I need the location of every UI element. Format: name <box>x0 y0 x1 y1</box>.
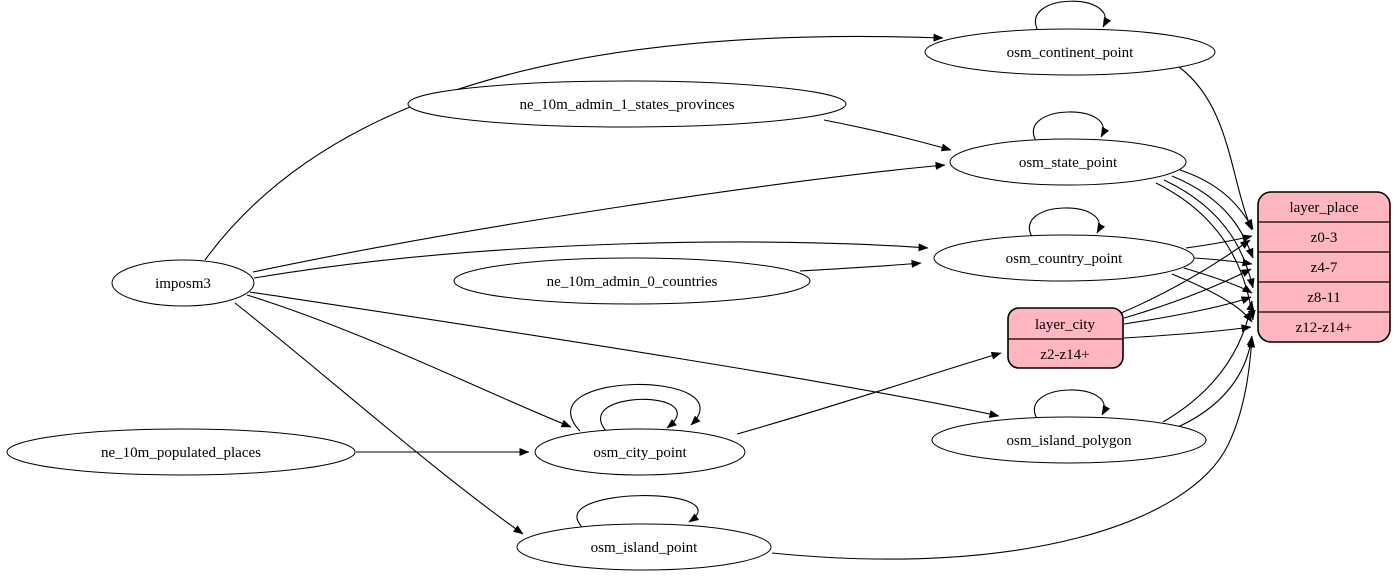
node-osm-island-point: osm_island_point <box>516 523 772 571</box>
edge-osm-country-point-to-layer-place-z0-3 <box>1185 234 1253 249</box>
node-osm-state-point-label: osm_state_point <box>1019 155 1118 171</box>
edge-osm-city-point-to-layer-city-z2-z14 <box>736 351 1002 435</box>
edge-osm-country-point-to-layer-place-z8-11 <box>1183 267 1253 294</box>
node-imposm3-shape <box>111 259 255 307</box>
edge-osm-continent-point-to-layer-place-z0-3 <box>1178 66 1253 231</box>
node-osm-continent-point: osm_continent_point <box>924 28 1216 76</box>
node-osm-state-point-shape <box>949 138 1187 186</box>
record-layer-city: layer_city z2-z14+ <box>1007 307 1124 369</box>
record-layer-place-row-z4-7: z4-7 <box>1311 260 1338 276</box>
edge-layer-city-to-layer-place-z4-7 <box>1123 268 1252 319</box>
node-osm-state-point: osm_state_point <box>949 138 1187 186</box>
record-layer-city-row-z2-z14: z2-z14+ <box>1040 347 1089 363</box>
edge-osm-state-point-to-layer-place-z0-3 <box>1179 169 1254 230</box>
edge-ne-10m-admin-0-to-osm-country-point <box>799 259 922 272</box>
node-ne-10m-populated-places-shape <box>6 428 356 476</box>
self-loop-osm-island-polygon <box>1033 389 1111 420</box>
edge-imposm3-to-osm-city-point <box>246 294 572 428</box>
self-loop-osm-country-point <box>1028 207 1106 238</box>
edge-imposm3-to-osm-continent-point <box>204 33 944 261</box>
edge-layer-city-to-layer-place-z8-11 <box>1123 296 1252 325</box>
edge-imposm3-to-osm-island-polygon <box>249 291 1000 418</box>
record-layer-city-title: layer_city <box>1035 317 1095 333</box>
node-ne-10m-populated-places: ne_10m_populated_places <box>6 428 356 476</box>
node-osm-island-point-label: osm_island_point <box>591 540 699 556</box>
node-osm-city-point-label: osm_city_point <box>593 445 687 461</box>
record-layer-place-row-z8-11: z8-11 <box>1307 290 1341 306</box>
node-osm-island-polygon: osm_island_polygon <box>931 416 1207 464</box>
edge-osm-state-point-to-layer-place-z8-11 <box>1163 179 1255 289</box>
edge-osm-island-polygon-to-layer-place-z8-11 <box>1162 300 1255 423</box>
node-osm-city-point: osm_city_point <box>534 428 746 476</box>
node-ne-10m-admin-1-states-provinces: ne_10m_admin_1_states_provinces <box>407 80 847 128</box>
edge-osm-country-point-to-layer-place-z4-7 <box>1193 257 1253 267</box>
node-ne-10m-populated-places-label: ne_10m_populated_places <box>101 445 261 461</box>
edge-imposm3-to-osm-island-point <box>234 302 524 535</box>
edges <box>204 0 1256 560</box>
self-loop-osm-island-point <box>576 495 700 528</box>
node-osm-continent-point-label: osm_continent_point <box>1007 45 1134 61</box>
node-imposm3-label: imposm3 <box>155 276 211 292</box>
edge-ne-10m-admin-1-to-osm-state-point <box>823 119 952 152</box>
self-loop-osm-continent-point <box>1034 0 1112 32</box>
record-layer-place: layer_place z0-3 z4-7 z8-11 z12-z14+ <box>1257 191 1391 343</box>
node-osm-city-point-shape <box>534 428 746 476</box>
node-osm-country-point-shape <box>933 234 1195 282</box>
record-layer-place-title: layer_place <box>1289 200 1358 216</box>
edge-osm-island-point-to-layer-place-z12-z14 <box>771 337 1256 560</box>
edge-imposm3-to-osm-country-point <box>253 241 929 279</box>
node-imposm3: imposm3 <box>111 259 255 307</box>
record-layer-place-row-z0-3: z0-3 <box>1311 230 1338 246</box>
edge-layer-city-to-layer-place-z12-z14 <box>1123 324 1252 339</box>
node-ne-10m-admin-0-countries: ne_10m_admin_0_countries <box>453 257 811 305</box>
node-osm-continent-point-shape <box>924 28 1216 76</box>
node-ne-10m-admin-1-label: ne_10m_admin_1_states_provinces <box>520 97 735 113</box>
node-osm-country-point-label: osm_country_point <box>1006 251 1123 267</box>
node-osm-island-polygon-shape <box>931 416 1207 464</box>
node-ne-10m-admin-1-shape <box>407 80 847 128</box>
edge-osm-island-polygon-to-layer-place-z12-z14 <box>1177 335 1255 428</box>
self-loop-osm-city-point-outer <box>570 383 701 432</box>
edge-layer-city-to-layer-place-z0-3 <box>1120 239 1251 314</box>
node-osm-island-polygon-label: osm_island_polygon <box>1006 433 1132 449</box>
self-loop-osm-city-point-inner <box>600 398 678 434</box>
record-layer-place-row-z12-z14: z12-z14+ <box>1296 320 1353 336</box>
edge-osm-state-point-to-layer-place-z4-7 <box>1171 175 1254 259</box>
node-osm-island-point-shape <box>516 523 772 571</box>
record-layer-place-box <box>1257 191 1391 343</box>
node-osm-country-point: osm_country_point <box>933 234 1195 282</box>
record-layer-city-box <box>1007 307 1124 369</box>
node-ne-10m-admin-0-label: ne_10m_admin_0_countries <box>547 274 718 290</box>
edge-imposm3-to-osm-state-point <box>252 161 946 273</box>
node-ne-10m-admin-0-shape <box>453 257 811 305</box>
self-loop-osm-state-point <box>1032 111 1110 142</box>
nodes: imposm3 ne_10m_admin_1_states_provinces … <box>6 28 1216 571</box>
